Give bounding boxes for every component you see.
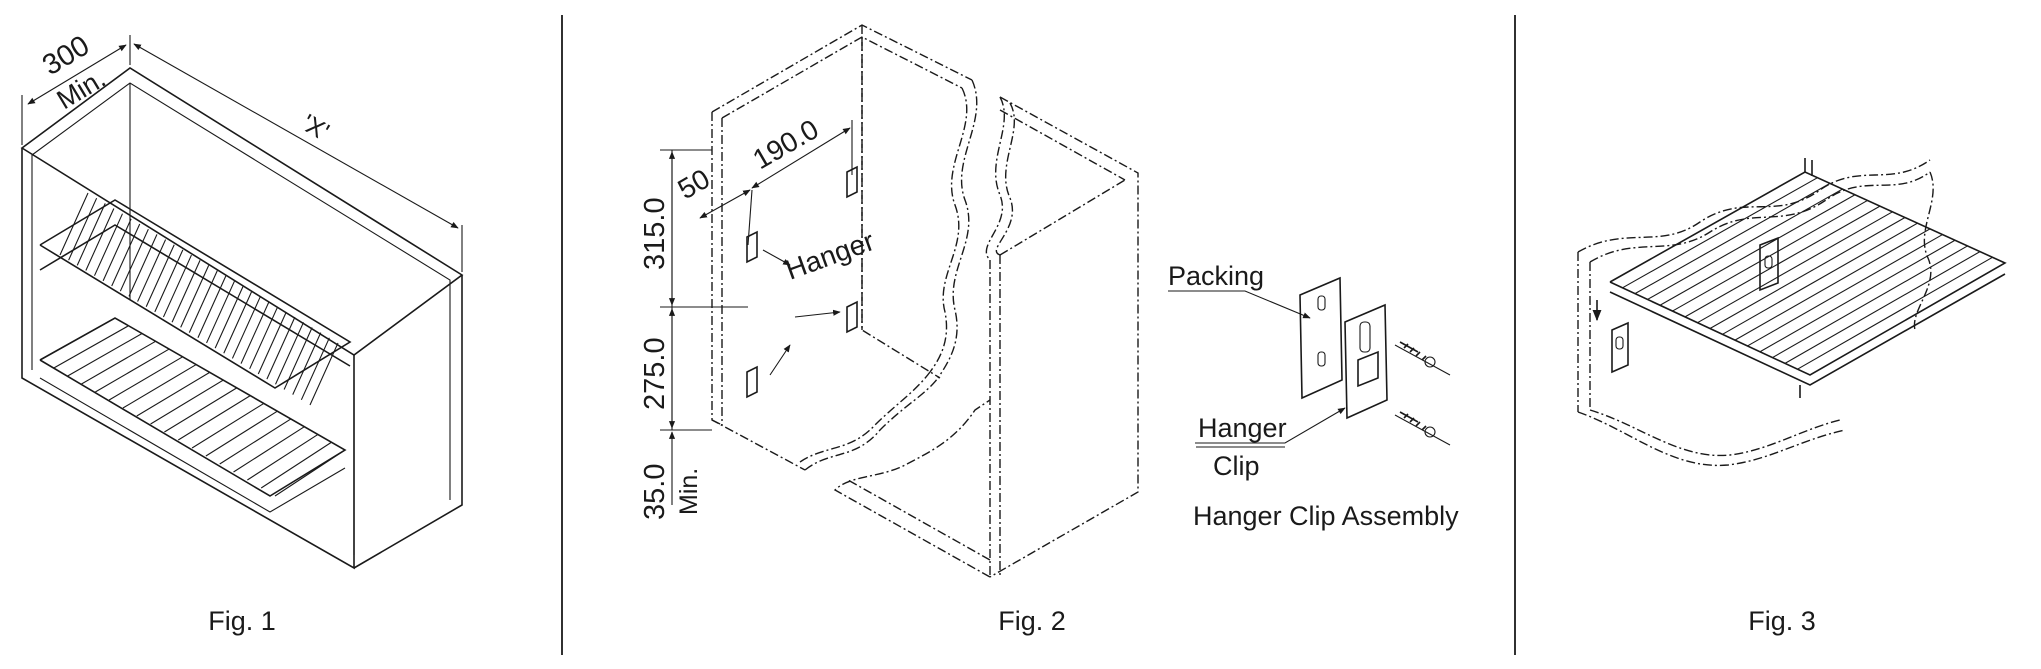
fig1-rack-tine bbox=[300, 337, 330, 401]
fig2-dim-spacing: 190.0 bbox=[748, 113, 824, 175]
fig1-rack-tine bbox=[145, 244, 175, 307]
fig3-tray-wire bbox=[1747, 234, 1943, 347]
fig1-rack-tine bbox=[223, 291, 253, 354]
fig1-rack-tine bbox=[214, 285, 244, 349]
fig2-dim-middle: 275.0 bbox=[639, 337, 671, 410]
fig3-tray-wire bbox=[1759, 239, 1956, 353]
fig1-dim-width: 'X' bbox=[297, 109, 334, 146]
fig2-dimension-lines bbox=[660, 120, 853, 505]
fig1-rack-tine bbox=[257, 311, 287, 375]
fig1-rack-tine bbox=[231, 296, 261, 359]
fig1-rack-tine bbox=[249, 306, 279, 370]
fig1-rack-tine bbox=[240, 301, 270, 364]
fig2-hanger-bracket bbox=[846, 300, 858, 334]
fig1-illustration: 300 Min. 'X' bbox=[20, 30, 464, 570]
fig1-rack-tine bbox=[59, 192, 89, 256]
fig3-dish-rack-tray bbox=[1609, 158, 2007, 398]
fig1-rack-tine bbox=[275, 322, 305, 385]
fig2-assembly-title: Hanger Clip Assembly bbox=[1193, 501, 1459, 531]
fig3-cabinet bbox=[1577, 159, 1934, 467]
fig1-rack-tine bbox=[283, 327, 313, 390]
fig2-dim-top: 315.0 bbox=[639, 197, 671, 270]
fig3-tray-wire bbox=[1784, 251, 1981, 364]
fig2-cabinet bbox=[711, 24, 1139, 578]
fig1-tray-wire bbox=[136, 371, 210, 417]
fig1-tray-wire bbox=[274, 449, 346, 497]
fig1-rack-tine bbox=[128, 234, 158, 297]
fig2-hanger-label: Hanger bbox=[781, 225, 878, 286]
fig1-tray-wire bbox=[164, 387, 238, 433]
fig3-caption: Fig. 3 bbox=[1748, 606, 1816, 636]
fig3-tray-wire bbox=[1722, 222, 1918, 335]
fig1-rack-tine bbox=[292, 332, 322, 395]
fig1-tray-wire bbox=[233, 426, 305, 473]
fig1-rack-tine bbox=[102, 218, 132, 282]
fig3-tray-wire bbox=[1709, 217, 1906, 329]
fig1-rack-tine bbox=[137, 239, 167, 302]
fig3-tray-wire bbox=[1697, 211, 1893, 324]
fig1-tray-wire bbox=[53, 325, 129, 369]
fig1-rack-tine bbox=[119, 228, 149, 292]
fig1-tray-wire bbox=[95, 348, 170, 393]
fig3-tray-wire bbox=[1659, 194, 1856, 306]
fig1-tray-wire bbox=[108, 356, 183, 401]
fig1-rack-tine bbox=[180, 265, 210, 328]
fig1-rack-tine bbox=[171, 260, 201, 323]
fig1-rack-tine bbox=[309, 342, 339, 406]
fig1-tray-wire bbox=[122, 364, 197, 409]
fig2-clip-label-line2: Clip bbox=[1213, 451, 1260, 481]
fig1-dish-rack bbox=[39, 192, 352, 513]
fig2-hanger-bracket bbox=[746, 230, 758, 264]
fig3-tray-wire bbox=[1684, 205, 1881, 318]
fig1-cabinet bbox=[20, 67, 464, 570]
fig1-rack-tine bbox=[206, 280, 236, 344]
fig2-hanger-clip-assembly bbox=[1168, 276, 1451, 448]
fig2-packing-label: Packing bbox=[1168, 261, 1264, 291]
fig2-hanger-bracket bbox=[846, 165, 858, 199]
fig1-tray-wire bbox=[191, 402, 265, 449]
fig2-dim-bottom: 35.0 bbox=[639, 464, 671, 520]
fig1-dimension-depth bbox=[21, 35, 131, 145]
fig1-rack-tine bbox=[154, 249, 184, 313]
fig1-tray-wire bbox=[219, 418, 292, 465]
fig1-tray-wire bbox=[247, 434, 319, 481]
fig1-tray-wire bbox=[260, 441, 332, 489]
fig1-tray-wire bbox=[39, 317, 116, 361]
fig2-dim-offset: 50 bbox=[673, 163, 715, 205]
fig3-tray-wire bbox=[1772, 245, 1968, 359]
fig3-tray-wire bbox=[1734, 228, 1931, 341]
fig1-rack-tine bbox=[197, 275, 227, 338]
fig1-rack-tine bbox=[93, 213, 123, 276]
fig3-hanger-clips bbox=[1592, 236, 1779, 374]
fig2-hangers bbox=[746, 165, 858, 399]
fig1-tray-wire bbox=[67, 333, 143, 377]
fig1-rack-tine bbox=[111, 223, 141, 287]
fig1-rack-tine bbox=[188, 270, 218, 333]
fig2-hanger-bracket bbox=[746, 365, 758, 399]
fig1-tray-wire bbox=[150, 379, 224, 425]
fig1-tray-wire bbox=[81, 340, 156, 385]
fig1-rack-tine bbox=[162, 254, 192, 318]
fig1-caption: Fig. 1 bbox=[208, 606, 276, 636]
fig2-caption: Fig. 2 bbox=[998, 606, 1066, 636]
fig3-illustration bbox=[1577, 158, 2007, 467]
fig3-tray-wire bbox=[1634, 182, 1831, 295]
fig2-illustration: 315.0 275.0 35.0 Min. 50 190.0 Hanger Pa… bbox=[639, 24, 1459, 578]
fig3-tray-wire bbox=[1622, 177, 1818, 289]
fig3-tray-wire bbox=[1647, 188, 1843, 300]
fig2-dim-bottom-note: Min. bbox=[675, 468, 703, 515]
fig1-rack-tine bbox=[76, 203, 106, 266]
fig2-clip-label-line1: Hanger bbox=[1198, 413, 1287, 443]
fig1-rack-tine bbox=[266, 316, 296, 380]
fig1-tray-wire bbox=[177, 395, 251, 441]
fig1-tray-wire bbox=[205, 410, 278, 457]
fig1-rack-tine bbox=[68, 197, 98, 261]
fig1-dimension-width bbox=[133, 43, 463, 272]
fig1-rack-tine bbox=[85, 208, 115, 271]
fig3-tray-wire bbox=[1797, 256, 1993, 370]
